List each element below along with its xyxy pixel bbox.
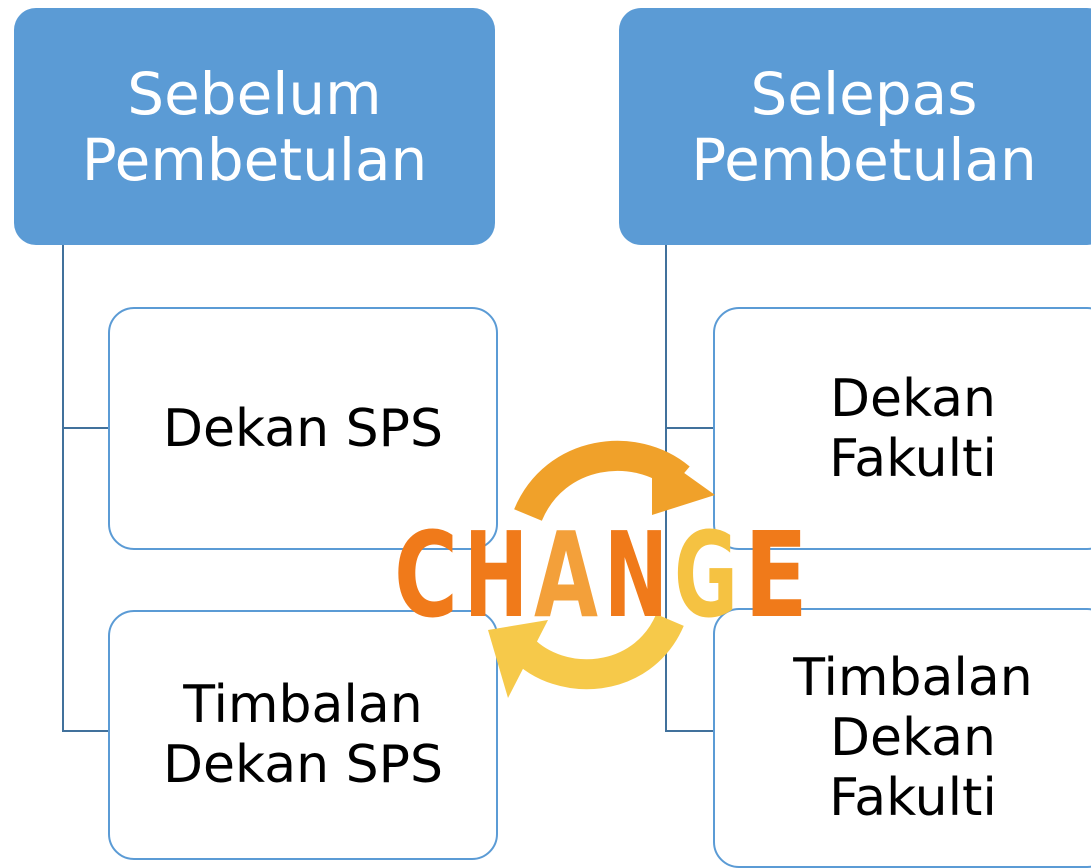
cycle-arrows-icon [488,440,715,698]
right-header-label: Selepas Pembetulan [691,59,1037,194]
right-item-dekan-fakulti: Dekan Fakulti [713,307,1091,550]
left-header: Sebelum Pembetulan [14,8,495,245]
left-item-dekan-sps: Dekan SPS [108,307,498,550]
cycle-arrow-bottom-head [488,620,548,698]
right-item-label: Timbalan Dekan Fakulti [793,648,1033,828]
left-connector-branch-2 [62,730,110,732]
left-connector-vertical [62,245,64,732]
change-letter-c: C [394,506,458,644]
left-item-label: Dekan SPS [163,398,443,459]
right-connector-branch-1 [665,427,715,429]
left-item-label: Timbalan Dekan SPS [163,675,443,795]
change-letter-g: G [674,506,738,644]
left-header-label: Sebelum Pembetulan [81,59,428,194]
right-item-label: Dekan Fakulti [829,368,997,489]
cycle-arrow-bottom [511,613,684,690]
change-letter-e: E [744,506,808,644]
right-header: Selepas Pembetulan [619,8,1091,245]
cycle-arrow-top-head [652,450,715,515]
change-letter-a: A [534,506,598,644]
left-item-timbalan-dekan-sps: Timbalan Dekan SPS [108,610,498,860]
change-letter-n: N [604,506,668,644]
right-connector-branch-2 [665,730,715,732]
left-connector-branch-1 [62,427,110,429]
change-letter-h: H [464,506,528,644]
